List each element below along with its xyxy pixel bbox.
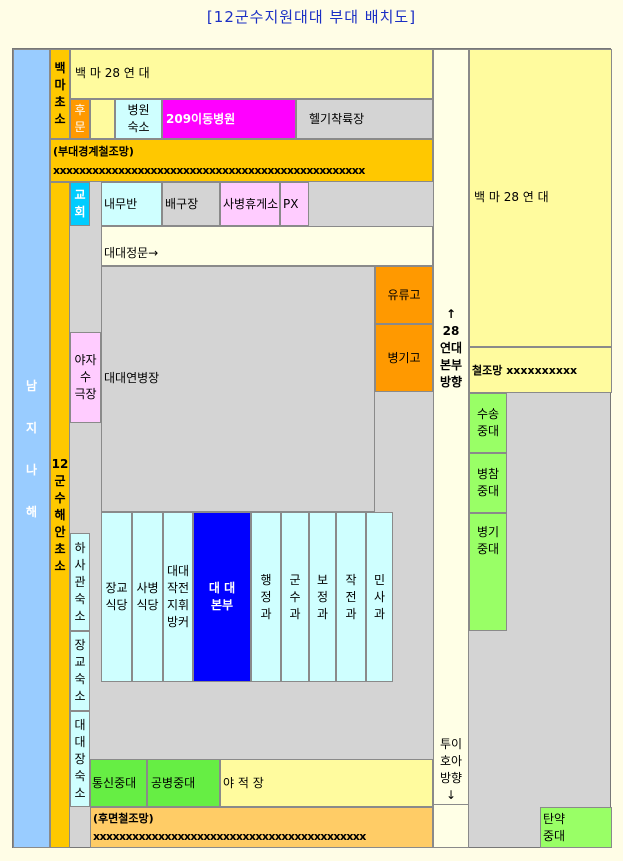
area-label: 대 대 본부 <box>208 581 236 612</box>
direction-label: 투이 호아 방향 ↓ <box>439 736 463 802</box>
area-label: 탄약 중대 <box>543 811 566 843</box>
main-gate-road: 대대정문→ <box>101 226 433 266</box>
area-label: 사병휴게소 <box>223 196 279 211</box>
area-label: 통신중대 <box>92 775 137 790</box>
storage-yard: 야 적 장 <box>220 759 433 807</box>
officer-mess: 장교 식당 <box>101 512 132 682</box>
area-label: 배구장 <box>165 196 199 211</box>
nco-quarters: 하 사 관 숙 소 <box>70 533 90 631</box>
battalion-commander-quarters: 대 대 장 숙 소 <box>70 711 90 807</box>
area-label: 헬기착륙장 <box>309 111 365 126</box>
transport-company: 수송 중대 <box>469 393 507 453</box>
area-label: 하 사 관 숙 소 <box>74 540 86 623</box>
post-exchange: PX <box>280 182 309 226</box>
internal-affairs-barracks: 내무반 <box>101 182 162 226</box>
area-label: 대대 작전 지휘 방커 <box>166 564 190 629</box>
fence-label: (부대경계철조망) <box>53 145 134 158</box>
fence-wire: xxxxxxxxxxxxxxxxxxxxxxxxxxxxxxxxxxxxxxxx… <box>53 164 365 177</box>
area-label: 교 회 <box>74 188 86 219</box>
perimeter-fence: (부대경계철조망) xxxxxxxxxxxxxxxxxxxxxxxxxxxxxx… <box>50 139 433 182</box>
area-label: 병참 중대 <box>476 467 500 498</box>
heliport: 헬기착륙장 <box>296 99 433 139</box>
area-label: 백 마 초 소 <box>54 61 66 126</box>
area-label: 철조망 xxxxxxxxxx <box>472 363 578 377</box>
area-label: 병원 숙소 <box>127 103 150 134</box>
area-label: 병기 중대 <box>476 525 500 556</box>
area-label: 장 교 숙 소 <box>74 638 86 703</box>
logistics-section: 군 수 과 <box>281 512 309 682</box>
command-bunker: 대대 작전 지휘 방커 <box>163 512 193 682</box>
signal-company: 통신중대 <box>90 759 147 807</box>
baekma-28-regiment-right: 백 마 28 연 대 <box>469 49 612 347</box>
page-title: [12군수지원대대 부대 배치도] <box>206 8 417 26</box>
area-label: 수송 중대 <box>476 407 500 438</box>
rear-fence: (후면철조망) xxxxxxxxxxxxxxxxxxxxxxxxxxxxxxxx… <box>90 807 433 848</box>
area-label: 유류고 <box>387 287 421 302</box>
area-label: 209이동병원 <box>166 111 236 126</box>
officer-quarters: 장 교 숙 소 <box>70 631 90 711</box>
area-label: 민 사 과 <box>373 572 386 621</box>
fence-wire: xxxxxxxxxxxxxxxxxxxxxxxxxxxxxxxxxxxxxxxx… <box>93 830 366 843</box>
area-label: 작 전 과 <box>345 572 357 621</box>
tuyhoa-direction: 투이 호아 방향 ↓ <box>433 735 469 805</box>
weapons-storage: 병기고 <box>375 324 433 392</box>
area-label: 남 지 나 해 <box>25 378 38 519</box>
soldier-lounge: 사병휴게소 <box>220 182 280 226</box>
engineer-company: 공병중대 <box>147 759 220 807</box>
area-label: 보 정 과 <box>316 572 329 621</box>
base-layout-map: 남 지 나 해 백 마 초 소 백 마 28 연 대 후 문 병원 숙소 209… <box>12 48 612 848</box>
area-label: 대 대 장 숙 소 <box>74 717 86 800</box>
civil-affairs-section: 민 사 과 <box>366 512 393 682</box>
right-fence: 철조망 xxxxxxxxxx <box>469 347 612 393</box>
ordnance-company: 병기 중대 <box>469 513 507 631</box>
area-label: 공병중대 <box>151 775 196 790</box>
area-label: PX <box>283 196 299 211</box>
battalion-headquarters: 대 대 본부 <box>193 512 251 682</box>
direction-label: ↑ 28 연대 본부 방향 <box>439 307 463 389</box>
area-label: 대대정문→ <box>104 246 159 260</box>
area-label: 사병 식당 <box>136 581 159 612</box>
baekma-28-regiment-top: 백 마 28 연 대 <box>70 49 433 99</box>
oil-storage: 유류고 <box>375 266 433 324</box>
area-label: 백 마 28 연 대 <box>75 66 150 80</box>
soldier-mess: 사병 식당 <box>132 512 163 682</box>
coastal-post-12: 12 군 수 해 안 초 소 <box>50 182 70 848</box>
rear-gate: 후 문 <box>70 99 90 139</box>
mobile-hospital-209: 209이동병원 <box>162 99 296 139</box>
road-to-regiment-hq: ↑ 28 연대 본부 방향 <box>433 49 469 848</box>
outdoor-theater: 야자 수 극장 <box>70 332 101 423</box>
blank-area <box>90 99 115 139</box>
area-label: 군 수 과 <box>289 572 301 621</box>
area-label: 내무반 <box>104 196 138 211</box>
area-label: 대대연병장 <box>104 371 160 385</box>
area-label: 야자 수 극장 <box>74 353 97 401</box>
church: 교 회 <box>70 182 90 226</box>
area-label: 병기고 <box>387 350 421 365</box>
parade-ground: 대대연병장 <box>101 266 375 512</box>
area-label: 야 적 장 <box>223 775 264 790</box>
area-label: 행 정 과 <box>260 572 272 621</box>
volleyball-court: 배구장 <box>162 182 220 226</box>
operations-section: 작 전 과 <box>336 512 366 682</box>
area-label: 백 마 28 연 대 <box>474 190 549 204</box>
south-china-sea-area: 남 지 나 해 <box>13 49 50 848</box>
quartermaster-company: 병참 중대 <box>469 453 507 513</box>
fence-label: (후면철조망) <box>93 812 154 825</box>
admin-section: 행 정 과 <box>251 512 281 682</box>
area-label: 장교 식당 <box>105 581 128 612</box>
area-label: 후 문 <box>74 103 86 134</box>
area-label: 12 군 수 해 안 초 소 <box>51 456 69 573</box>
hospital-quarters: 병원 숙소 <box>115 99 162 139</box>
security-section: 보 정 과 <box>309 512 336 682</box>
baekma-post: 백 마 초 소 <box>50 49 70 139</box>
ammunition-company: 탄약 중대 <box>540 807 612 848</box>
